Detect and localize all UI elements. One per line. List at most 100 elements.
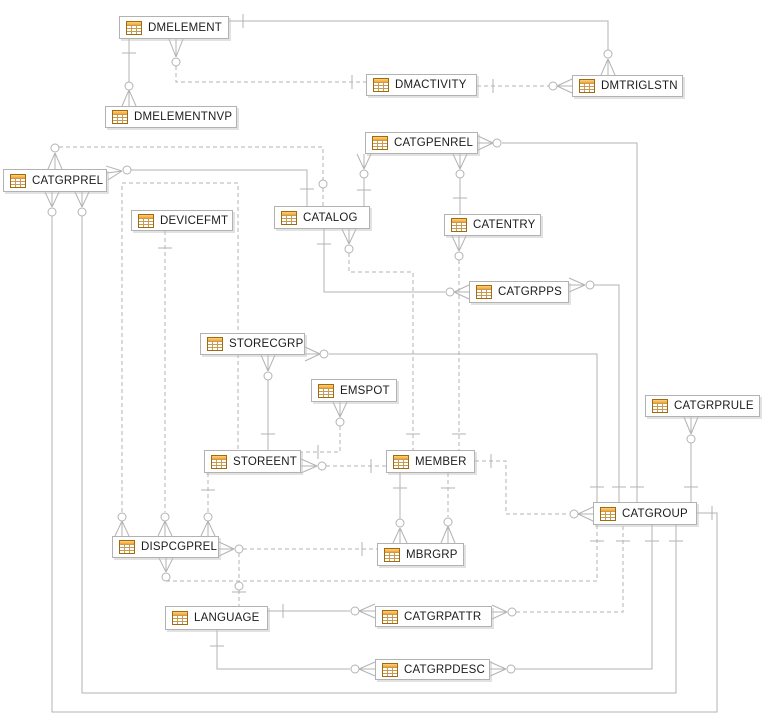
crowfoot-line [453, 291, 470, 300]
connector-emspot-storeent[interactable] [301, 401, 348, 459]
cardinality-ring [350, 664, 360, 674]
entity-dmtriglstn[interactable]: DMTRIGLSTN [572, 75, 683, 97]
connector-catgrprel-catalog-2[interactable] [47, 143, 328, 206]
connector-catentry-member[interactable] [451, 235, 467, 450]
crowfoot-line [200, 520, 209, 537]
connector-member-mbrgrp[interactable] [392, 473, 408, 544]
crowfoot-line [399, 527, 408, 544]
crowfoot-line [358, 610, 376, 619]
connector-catgpenrel-catgroup[interactable] [477, 135, 644, 502]
crowfoot-line [452, 153, 461, 170]
crowfoot-line [51, 191, 60, 208]
connector-dispcgprel-language[interactable] [232, 553, 246, 606]
entity-devicefmt[interactable]: DEVICEFMT [131, 210, 233, 231]
connector-catgrpdesc-catgroup[interactable] [489, 525, 659, 677]
crowfoot-line [489, 661, 507, 670]
cardinality-ring [506, 664, 516, 674]
connector-catalog-catgrpps[interactable] [317, 229, 470, 300]
table-icon [393, 454, 409, 469]
connector-dmelement-dmelementnvp[interactable] [121, 39, 137, 107]
crowfoot-line [458, 235, 467, 252]
entity-dmelement[interactable]: DMELEMENT [119, 16, 229, 39]
cardinality-ring [350, 606, 360, 616]
entity-catalog[interactable]: CATALOG [274, 206, 370, 229]
entity-label: MEMBER [415, 455, 467, 468]
entity-mbrgrp[interactable]: MBRGRP [377, 543, 464, 566]
connector-dispcgprel-catgroup[interactable] [158, 525, 604, 582]
connector-catalog-member[interactable] [341, 228, 420, 450]
entity-catgrpattr[interactable]: CATGRPATTR [375, 606, 492, 627]
crowfoot-line [690, 416, 699, 435]
connector-storeent-member[interactable] [300, 458, 386, 474]
cardinality-ring [47, 207, 57, 217]
connector-dmactivity-dmelement[interactable] [168, 38, 366, 89]
connector-language-catgrpdesc[interactable] [210, 630, 376, 677]
cardinality-ring [455, 169, 465, 179]
entity-catgrprel[interactable]: CATGRPREL [3, 169, 107, 192]
table-icon [138, 213, 154, 228]
table-icon [126, 20, 142, 35]
entity-emspot[interactable]: EMSPOT [311, 379, 397, 402]
cardinality-ring [454, 251, 464, 261]
cardinality-ring [335, 417, 345, 427]
entity-member[interactable]: MEMBER [386, 450, 475, 473]
cardinality-ring [603, 49, 613, 59]
crowfoot-line [358, 668, 376, 677]
entity-label: LANGUAGE [194, 612, 260, 624]
entity-label: CATGRPRULE [674, 400, 754, 412]
entity-language[interactable]: LANGUAGE [165, 606, 268, 630]
crowfoot-line [168, 38, 177, 58]
connector-catgrprule-catgroup[interactable] [683, 416, 699, 502]
crowfoot-line [158, 557, 167, 573]
entity-catgrprule[interactable]: CATGRPRULE [645, 395, 760, 417]
crowfoot-line [491, 604, 508, 613]
connector-dmelement-dmtriglstn[interactable] [229, 14, 616, 76]
crowfoot-line [556, 85, 573, 94]
connector-dispcgprel-storeent-2[interactable] [114, 182, 239, 537]
cardinality-ring [234, 544, 244, 554]
cardinality-ring [359, 169, 369, 179]
connector-catgpenrel-catalog[interactable] [356, 153, 372, 206]
entity-storecgrp[interactable]: STORECGRP [200, 333, 305, 355]
crowfoot-line [339, 401, 348, 418]
connector-dispcgprel-mbrgrp[interactable] [218, 541, 377, 557]
entity-catgrpdesc[interactable]: CATGRPDESC [375, 659, 490, 680]
entity-catgroup[interactable]: CATGROUP [593, 502, 697, 525]
connector-catgrpps-catgroup[interactable] [568, 277, 626, 502]
table-icon [10, 173, 26, 188]
entity-storeent[interactable]: STOREENT [204, 450, 301, 473]
entity-catgrpps[interactable]: CATGRPPS [469, 281, 569, 303]
entity-dispcgprel[interactable]: DISPCGPREL [112, 536, 219, 558]
entity-label: CATGRPATTR [404, 610, 482, 623]
table-icon [119, 540, 135, 554]
crowfoot-line [392, 527, 401, 544]
cardinality-ring [77, 207, 87, 217]
entity-catgpenrel[interactable]: CATGPENREL [365, 132, 478, 154]
entity-label: DISPCGPREL [141, 541, 218, 553]
table-icon [373, 78, 389, 92]
crowfoot-line [260, 354, 269, 372]
connector-devicefmt-dispcgprel[interactable] [157, 231, 173, 537]
connector-storecgrp-catgroup[interactable] [304, 346, 604, 502]
crowfoot-line [459, 153, 468, 170]
entity-catentry[interactable]: CATENTRY [444, 214, 541, 236]
cardinality-ring [124, 81, 134, 91]
connector-dmactivity-dmtriglstn[interactable] [477, 78, 573, 94]
entity-label: STORECGRP [229, 338, 304, 350]
connector-catgrprel-catgroup-2[interactable] [74, 191, 683, 694]
connector-catgrpattr-catgroup[interactable] [491, 525, 630, 620]
connector-storecgrp-storeent[interactable] [260, 354, 276, 450]
connector-storeent-dispcgprel[interactable] [200, 473, 216, 537]
connector-language-catgrpattr[interactable] [268, 603, 376, 619]
crowfoot-line [358, 661, 376, 670]
connector-member-mbrgrp-2[interactable] [440, 473, 456, 544]
crowfoot-line [556, 78, 573, 87]
connector-member-catgroup[interactable] [475, 454, 594, 522]
connector-catgpenrel-catentry[interactable] [452, 153, 468, 214]
crowfoot-line [568, 284, 586, 293]
connector-catgrprel-catalog[interactable] [105, 165, 314, 206]
entity-dmelementnvp[interactable]: DMELEMENTNVP [105, 106, 237, 128]
entity-dmactivity[interactable]: DMACTIVITY [366, 74, 477, 96]
connector-catgrprel-catgroup[interactable] [44, 191, 718, 713]
crowfoot-line [577, 513, 594, 522]
